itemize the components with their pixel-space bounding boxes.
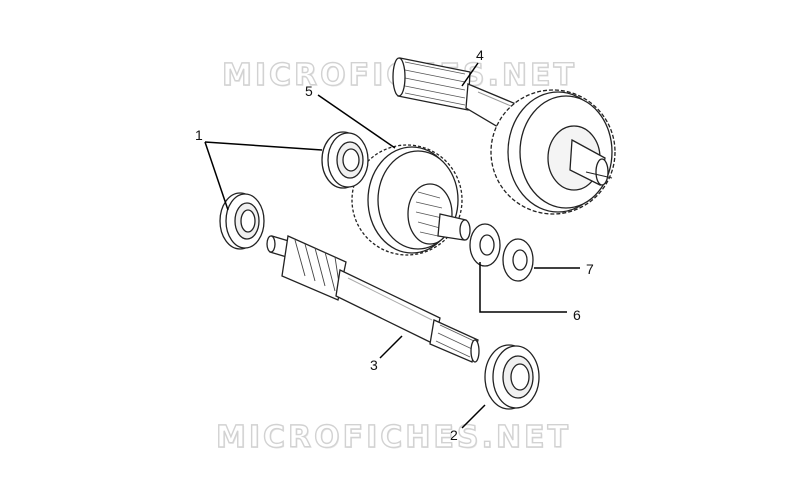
bearing-lower xyxy=(219,192,265,250)
secondary-driven-gear xyxy=(490,89,616,215)
callout-7: 7 xyxy=(534,261,594,277)
primary-shaft xyxy=(266,235,480,363)
bearing-right xyxy=(484,344,540,410)
bearing-upper xyxy=(321,131,369,189)
callout-1: 1 xyxy=(195,127,323,211)
callout-label-5: 5 xyxy=(305,83,313,99)
callout-3: 3 xyxy=(370,335,403,373)
watermark-bottom: MICROFICHES.NET xyxy=(215,419,571,455)
callout-5: 5 xyxy=(305,83,396,149)
intermediate-gear xyxy=(351,144,471,256)
shim-washer xyxy=(469,223,501,267)
callout-6: 6 xyxy=(479,262,581,323)
callout-4: 4 xyxy=(461,47,484,87)
callout-label-6: 6 xyxy=(573,307,581,323)
callout-2: 2 xyxy=(450,404,486,443)
callout-label-4: 4 xyxy=(476,47,484,63)
spacer-washer xyxy=(502,238,534,282)
callout-label-3: 3 xyxy=(370,357,378,373)
callout-label-1: 1 xyxy=(195,127,203,143)
callout-label-7: 7 xyxy=(586,261,594,277)
callout-label-2: 2 xyxy=(450,427,458,443)
